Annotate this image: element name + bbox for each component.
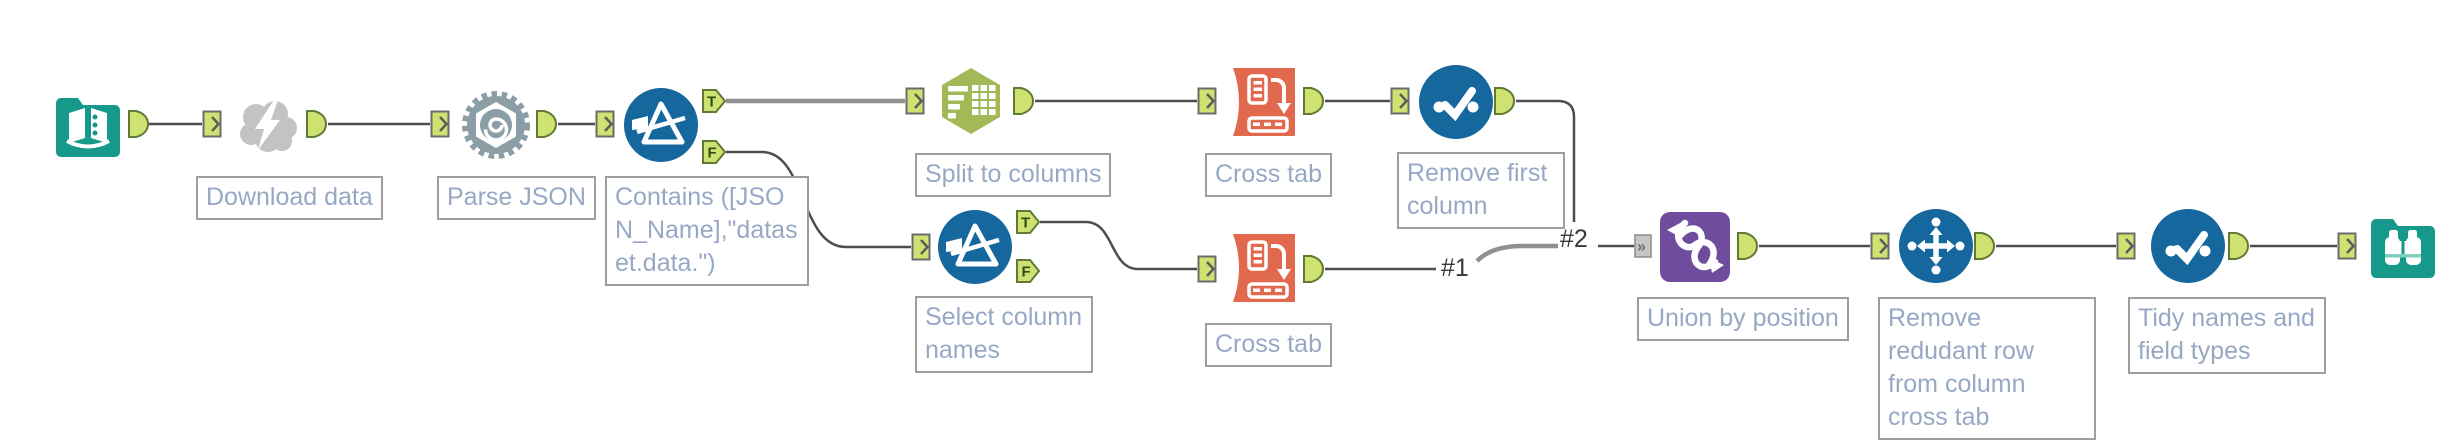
true-output-anchor[interactable]: T	[1016, 210, 1040, 234]
tool-filter-select-columns[interactable]	[937, 209, 1013, 285]
crosstab-banner-icon	[1233, 234, 1295, 302]
svg-text:»: »	[1637, 239, 1646, 256]
input-anchor[interactable]	[905, 87, 925, 115]
svg-text:F: F	[1022, 264, 1031, 281]
gear-swirl-icon	[462, 91, 530, 159]
input-anchor[interactable]	[1870, 232, 1890, 260]
tool-label-split-to-columns[interactable]: Split to columns	[915, 153, 1112, 197]
input-anchor[interactable]	[202, 110, 222, 138]
input-anchor[interactable]	[430, 110, 450, 138]
crosstab-banner-icon	[1233, 68, 1295, 136]
output-anchor[interactable]	[2228, 232, 2250, 260]
svg-text:T: T	[707, 94, 716, 111]
true-output-anchor[interactable]: T	[702, 89, 726, 113]
output-anchor[interactable]	[1303, 87, 1325, 115]
connection-number-2: #2	[1560, 225, 1588, 253]
tool-label-remove-first-column[interactable]: Remove first column	[1397, 152, 1565, 229]
tool-label-cross-tab-2[interactable]: Cross tab	[1205, 323, 1332, 367]
tool-cross-tab-2[interactable]	[1225, 230, 1301, 306]
svg-text:F: F	[708, 145, 717, 162]
binoculars-icon	[2371, 219, 2435, 278]
tool-label-union-by-position[interactable]: Union by position	[1637, 297, 1849, 341]
checkmark-dots-icon	[1419, 65, 1493, 139]
output-anchor[interactable]	[1303, 255, 1325, 283]
output-anchor[interactable]	[306, 110, 328, 138]
input-anchor[interactable]	[2337, 232, 2357, 260]
output-anchor[interactable]	[128, 110, 150, 138]
tool-download[interactable]	[228, 87, 304, 163]
tool-filter-contains[interactable]	[623, 87, 699, 163]
tool-select-remove-first[interactable]	[1418, 64, 1494, 140]
tool-label-remove-redundant-row[interactable]: Remove redudant row from column cross ta…	[1878, 297, 2096, 440]
input-anchor[interactable]	[911, 233, 931, 261]
output-anchor[interactable]	[1013, 87, 1035, 115]
tool-label-cross-tab-1[interactable]: Cross tab	[1205, 153, 1332, 197]
tool-label-select-column-names[interactable]: Select column names	[915, 296, 1093, 373]
union-multi-input-anchor[interactable]: »	[1634, 234, 1652, 258]
tool-browse[interactable]	[2365, 208, 2441, 284]
filter-funnel-icon	[938, 210, 1012, 284]
hexagon-table-icon	[942, 68, 1000, 134]
output-anchor[interactable]	[536, 110, 558, 138]
connection-number-1: #1	[1441, 254, 1469, 282]
tool-text-input[interactable]	[50, 87, 126, 163]
connection-removefirst-union-2[interactable]	[1516, 99, 1576, 222]
output-anchor[interactable]	[1974, 232, 1996, 260]
tool-cross-tab-1[interactable]	[1225, 64, 1301, 140]
checkmark-dots-icon	[2151, 209, 2225, 283]
input-anchor[interactable]	[1197, 255, 1217, 283]
input-anchor[interactable]	[1197, 87, 1217, 115]
tool-label-tidy-names[interactable]: Tidy names and field types	[2128, 297, 2326, 374]
false-output-anchor[interactable]: F	[1016, 259, 1040, 283]
tool-union[interactable]	[1657, 209, 1733, 285]
input-anchor[interactable]	[595, 110, 615, 138]
tool-json-parse[interactable]	[458, 87, 534, 163]
tool-remove-redundant-row[interactable]	[1898, 208, 1974, 284]
tool-label-parse-json[interactable]: Parse JSON	[437, 176, 596, 220]
output-anchor[interactable]	[1494, 87, 1516, 115]
tool-label-download[interactable]: Download data	[196, 176, 383, 220]
book-open-icon	[56, 98, 120, 157]
output-anchor[interactable]	[1737, 232, 1759, 260]
four-arrows-icon	[1899, 209, 1973, 283]
dna-helix-icon	[1660, 212, 1730, 282]
false-output-anchor[interactable]: F	[702, 140, 726, 164]
tool-text-to-columns[interactable]	[933, 63, 1009, 139]
tool-label-filter-contains[interactable]: Contains ([JSON_Name],"dataset.data.")	[605, 176, 809, 286]
tool-select-tidy-names[interactable]	[2150, 208, 2226, 284]
filter-funnel-icon	[624, 88, 698, 162]
connection-crosstab2-union-1b[interactable]	[1475, 243, 1558, 263]
input-anchor[interactable]	[1390, 87, 1410, 115]
cloud-lightning-icon	[240, 100, 297, 152]
svg-text:T: T	[1021, 215, 1030, 232]
connection-selectcolumns-true-crosstab2[interactable]	[1040, 220, 1197, 271]
input-anchor[interactable]	[2116, 232, 2136, 260]
